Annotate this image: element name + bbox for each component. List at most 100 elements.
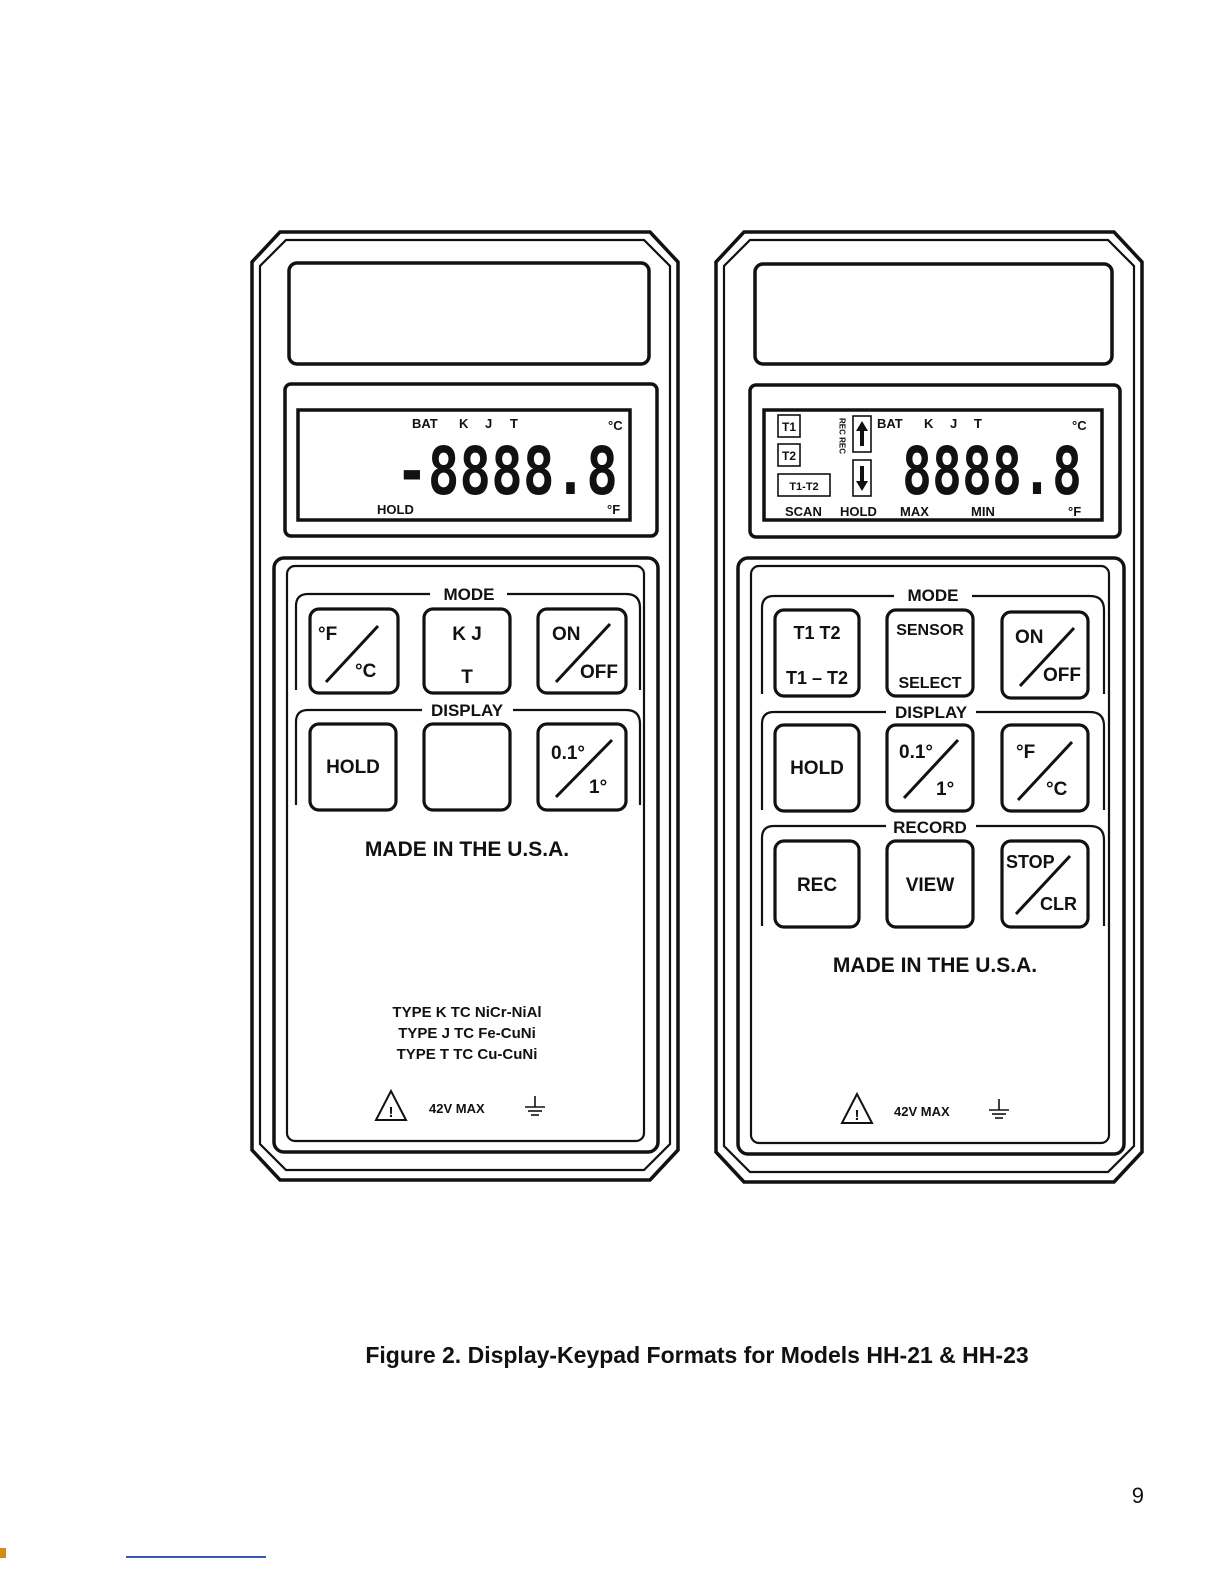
hh23-res-key[interactable]: 0.1° 1° <box>885 723 975 813</box>
hh23-onoff-key-bottom: OFF <box>1043 665 1081 686</box>
hh23-lcd-t1t2-box: T1-T2 <box>777 473 831 497</box>
hh23-lcd-max: MAX <box>900 504 929 519</box>
hh21-onoff-key-top: ON <box>552 624 581 645</box>
hh21-keypad-panel-inner <box>285 564 646 1143</box>
hh21-lcd-hold: HOLD <box>377 502 414 517</box>
hh21-voltage: 42V MAX <box>429 1101 485 1116</box>
hh21-kjt-key-top: K J <box>452 624 482 645</box>
hh21-lcd-j: J <box>485 416 492 431</box>
hh23-display-label: DISPLAY <box>895 703 968 722</box>
hh23-lcd-bat: BAT <box>877 416 903 431</box>
hh21-mode-line-right <box>507 592 642 690</box>
hh23-sensor-key-top: SENSOR <box>896 622 964 639</box>
hh23-rec-key[interactable]: REC <box>773 839 861 929</box>
hh23-res-key-bottom: 1° <box>936 779 954 800</box>
hh23-record-label: RECORD <box>893 818 967 837</box>
hh23-top-window <box>753 262 1114 366</box>
hh23-lcd-min: MIN <box>971 504 995 519</box>
svg-text:!: ! <box>855 1107 860 1124</box>
hh21-case-outline <box>250 230 680 1182</box>
hh23-onoff-key-top: ON <box>1015 627 1044 648</box>
hh23-warning-icon: ! <box>840 1091 874 1124</box>
hh21-display-line-right <box>513 708 642 805</box>
hh23-sensor-select-key[interactable]: SENSOR SELECT <box>885 608 975 698</box>
hh23-case-outline <box>714 230 1144 1184</box>
hh23-device: T1 T2 T1-T2 REC REC BAT K J T °C 8888.8 … <box>714 230 1144 1184</box>
footer-rule <box>126 1556 266 1558</box>
hh23-voltage: 42V MAX <box>894 1104 950 1119</box>
hh23-lcd-bezel <box>748 383 1122 539</box>
hh21-res-key[interactable]: 0.1° 1° <box>536 722 628 812</box>
hh21-made-in: MADE IN THE U.S.A. <box>365 838 569 861</box>
hh21-hold-key[interactable]: HOLD <box>308 722 398 812</box>
hh23-lcd-rec-vertical: REC REC <box>838 418 847 454</box>
hh23-t1t2-key-bottom: T1 – T2 <box>786 668 848 688</box>
hh21-mode-label: MODE <box>444 585 495 604</box>
hh23-lcd-screen <box>762 408 1104 522</box>
hh23-made-in: MADE IN THE U.S.A. <box>833 954 1037 977</box>
hh21-fc-key[interactable]: °F °C <box>308 607 400 695</box>
hh21-lcd-t: T <box>510 416 518 431</box>
svg-text:!: ! <box>389 1104 394 1121</box>
hh21-kjt-key[interactable]: K J T <box>422 607 512 695</box>
hh21-lcd-k: K <box>459 416 469 431</box>
hh23-record-line-right <box>976 824 1106 926</box>
hh23-lcd-t: T <box>974 416 982 431</box>
hh23-case-inner <box>722 238 1136 1174</box>
hh21-type-j: TYPE J TC Fe-CuNi <box>398 1025 536 1042</box>
scan-mark <box>0 1548 6 1558</box>
hh23-fc-key-bottom: °C <box>1046 779 1068 800</box>
hh23-lcd-unit-c: °C <box>1072 418 1087 433</box>
hh23-res-key-top: 0.1° <box>899 742 933 763</box>
svg-text:T1-T2: T1-T2 <box>789 481 818 493</box>
hh23-sensor-key-bottom: SELECT <box>898 675 961 692</box>
hh23-keypad-panel-inner <box>749 564 1111 1145</box>
hh23-mode-line-right <box>972 594 1106 694</box>
hh21-lcd-screen <box>296 408 632 522</box>
hh23-lcd-k: K <box>924 416 934 431</box>
hh21-lcd-readout: -8888.8 <box>396 433 618 510</box>
hh21-display-label: DISPLAY <box>431 701 504 720</box>
hh21-blank-key[interactable] <box>422 722 512 812</box>
hh23-t1t2-key-top: T1 T2 <box>793 623 840 643</box>
hh23-ground-icon <box>989 1099 1009 1119</box>
hh21-ground-icon <box>525 1096 545 1116</box>
hh23-hold-key-label: HOLD <box>790 758 844 779</box>
hh23-lcd-scan: SCAN <box>785 504 822 519</box>
hh23-lcd-t1-box: T1 <box>777 414 801 438</box>
hh21-hold-key-label: HOLD <box>326 757 380 778</box>
hh23-record-line-left <box>760 824 886 926</box>
hh23-fc-key[interactable]: °F °C <box>1000 723 1090 813</box>
hh23-hold-key[interactable]: HOLD <box>773 723 861 813</box>
hh23-stop-clr-key[interactable]: STOP CLR <box>1000 839 1090 929</box>
svg-text:T1: T1 <box>782 420 796 434</box>
hh21-onoff-key[interactable]: ON OFF <box>536 607 628 695</box>
hh21-device: BAT K J T °C -8888.8 HOLD °F MODE °F °C … <box>250 230 680 1182</box>
hh23-fc-key-top: °F <box>1016 742 1035 763</box>
hh23-view-key-label: VIEW <box>906 875 955 896</box>
hh21-warning-icon: ! <box>374 1088 408 1121</box>
hh23-stop-clr-key-bottom: CLR <box>1040 894 1077 914</box>
hh23-mode-label: MODE <box>908 586 959 605</box>
hh23-keypad-panel <box>736 556 1126 1156</box>
hh23-display-line-right <box>976 710 1106 810</box>
hh21-res-key-top: 0.1° <box>551 743 585 764</box>
hh23-onoff-key[interactable]: ON OFF <box>1000 610 1090 700</box>
hh21-lcd-bezel <box>283 382 659 538</box>
hh23-mode-line-left <box>760 594 894 694</box>
hh21-mode-line-left <box>294 592 430 690</box>
hh23-stop-clr-key-top: STOP <box>1006 852 1055 872</box>
hh21-res-key-bottom: 1° <box>589 777 607 798</box>
hh21-case-inner <box>258 238 672 1172</box>
hh21-kjt-key-bottom: T <box>461 667 473 688</box>
hh23-rec-key-label: REC <box>797 875 837 896</box>
hh21-onoff-key-bottom: OFF <box>580 662 618 683</box>
hh23-lcd-hold: HOLD <box>840 504 877 519</box>
hh23-lcd-unit-f: °F <box>1068 504 1081 519</box>
hh21-fc-key-top: °F <box>318 624 337 645</box>
hh23-t1t2-key[interactable]: T1 T2 T1 – T2 <box>773 608 861 698</box>
hh23-view-key[interactable]: VIEW <box>885 839 975 929</box>
hh23-lcd-readout: 8888.8 <box>902 433 1082 510</box>
figure-caption: Figure 2. Display-Keypad Formats for Mod… <box>365 1342 1029 1368</box>
